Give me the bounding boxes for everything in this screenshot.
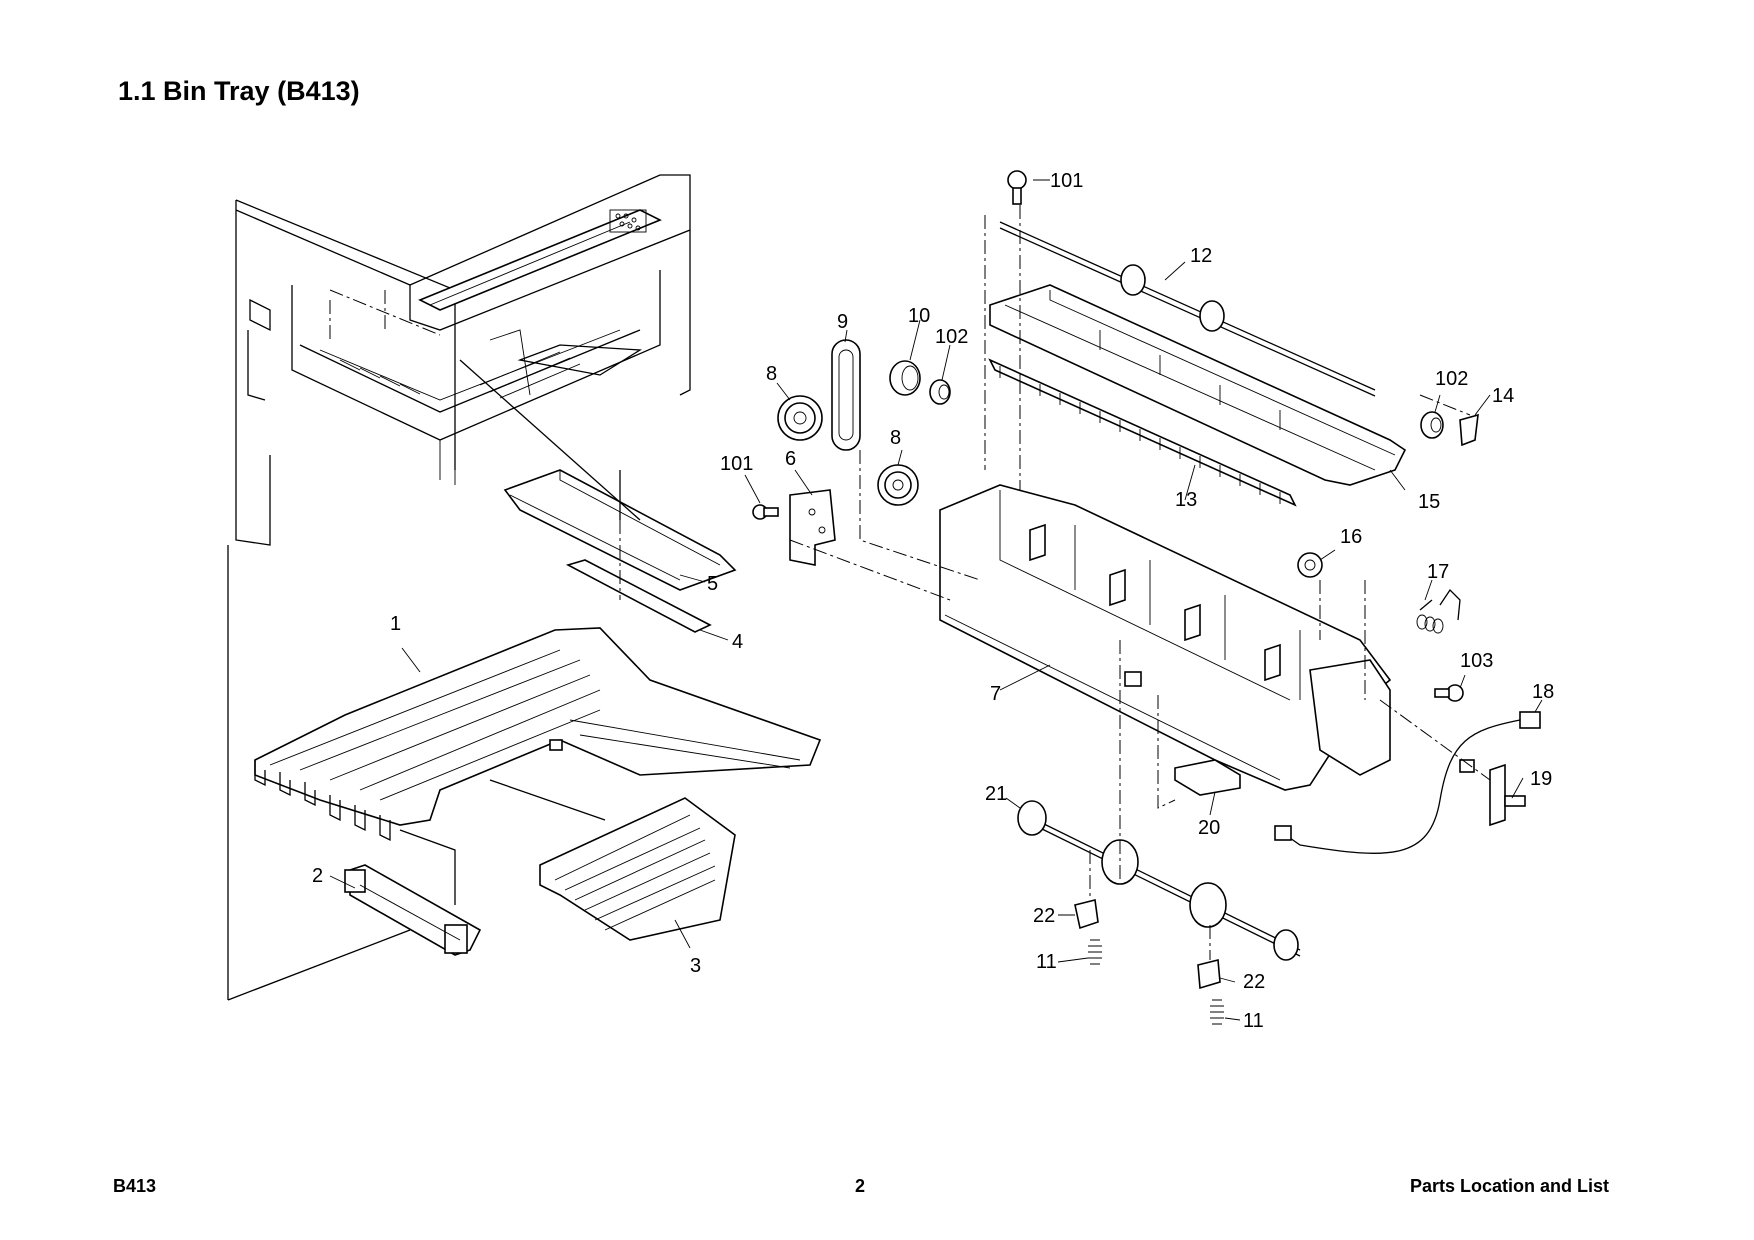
callout-101b: 101: [720, 453, 753, 475]
callout-20: 20: [1198, 817, 1220, 839]
part-1-bin-tray: [254, 627, 822, 842]
part-21-feed-roller-shaft: [1017, 800, 1301, 961]
part-102-bushing-left: [929, 379, 951, 405]
part-7-main-frame: [939, 484, 1392, 791]
part-19-sensor: [1489, 763, 1526, 827]
callout-11a: 11: [1036, 951, 1057, 973]
leader-lines: [329, 179, 1543, 1021]
callout-15: 15: [1418, 491, 1440, 513]
part-16-knob: [1297, 552, 1323, 578]
part-17-spring: [1416, 588, 1461, 634]
part-4-mylar-strip: [565, 559, 712, 633]
part-14-clip: [1459, 413, 1479, 447]
callout-13: 13: [1175, 489, 1197, 511]
callout-19: 19: [1530, 768, 1552, 790]
callout-22a: 22: [1033, 905, 1055, 927]
callout-16: 16: [1340, 526, 1362, 548]
part-101-screw-left: [752, 504, 779, 520]
part-10-pulley: [889, 360, 921, 396]
part-11-spring-left: [1088, 939, 1102, 965]
callout-4: 4: [732, 631, 743, 653]
part-13-brush: [988, 358, 1297, 507]
part-103-screw: [1434, 684, 1464, 702]
callout-17: 17: [1427, 561, 1449, 583]
callout-3: 3: [690, 955, 701, 977]
footer-page-number: 2: [855, 1176, 866, 1196]
part-22-holder-right: [1197, 958, 1221, 990]
part-6-bracket: [789, 489, 836, 566]
part-101-screw-top: [1007, 170, 1027, 205]
callout-2: 2: [312, 865, 323, 887]
callout-12: 12: [1190, 245, 1212, 267]
part-2-hinge-bracket: [344, 864, 482, 956]
callout-9: 9: [837, 311, 848, 333]
callout-6: 6: [785, 448, 796, 470]
callout-8a: 8: [766, 363, 777, 385]
callout-5: 5: [707, 573, 718, 595]
footer-model: B413: [113, 1176, 157, 1196]
footer-section-title: Parts Location and List: [1410, 1176, 1610, 1196]
part-12-roller-shaft: [999, 221, 1376, 397]
callout-102b: 102: [1435, 368, 1468, 390]
callout-7: 7: [990, 683, 1001, 705]
part-18-harness: [1274, 711, 1541, 854]
part-3-tray-cover: [539, 797, 736, 941]
part-11-spring-right: [1210, 999, 1224, 1025]
part-20-actuator: [1174, 759, 1241, 796]
callout-14: 14: [1492, 385, 1514, 407]
part-22-holder-left: [1074, 899, 1099, 930]
copier-body-outline: [235, 174, 691, 546]
callout-101a: 101: [1050, 170, 1083, 192]
callout-8b: 8: [890, 427, 901, 449]
part-15-upper-guide: [989, 284, 1407, 486]
callout-18: 18: [1532, 681, 1554, 703]
part-9-timing-belt: [831, 339, 861, 451]
callout-10: 10: [908, 305, 930, 327]
callout-1: 1: [390, 613, 401, 635]
part-8-gear-upper: [777, 395, 823, 441]
callout-103: 103: [1460, 650, 1493, 672]
callout-22b: 22: [1243, 971, 1265, 993]
callout-21: 21: [985, 783, 1007, 805]
part-102-bushing-right: [1420, 411, 1444, 439]
callout-102a: 102: [935, 326, 968, 348]
page-title: 1.1 Bin Tray (B413): [118, 76, 360, 106]
part-8-gear-lower: [877, 464, 919, 506]
callout-11b: 11: [1243, 1010, 1264, 1032]
